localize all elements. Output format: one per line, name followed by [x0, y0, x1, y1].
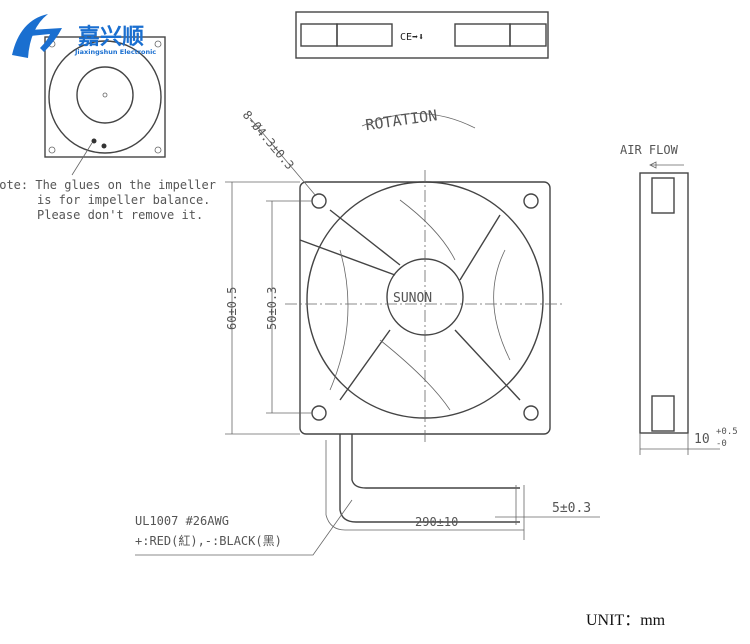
- brand-logo: 嘉兴顺 Jiaxingshun Electronic: [12, 14, 156, 58]
- dim-outer: 60±0.5: [225, 287, 239, 330]
- main-fan-front-view: SUNON: [285, 170, 565, 445]
- hub-label: SUNON: [393, 291, 432, 306]
- svg-text:+0.5: +0.5: [716, 427, 738, 437]
- logo-chinese: 嘉兴顺: [78, 25, 144, 50]
- side-view: [639, 172, 720, 455]
- logo-english: Jiaxingshun Electronic: [74, 48, 156, 56]
- dim-thickness: 10: [694, 432, 710, 447]
- top-view: CE➡⬇: [295, 11, 549, 59]
- unit-label: UNIT：mm: [586, 612, 666, 629]
- rotation-label: ROTATION: [364, 106, 438, 134]
- glue-note: Note: The glues on the impeller is for i…: [0, 178, 216, 222]
- air-flow-label: AIR FLOW: [620, 143, 679, 157]
- wire-spec: UL1007 #26AWG: [135, 514, 229, 528]
- lead-wires: [325, 434, 600, 540]
- svg-text:Please don't remove it.: Please don't remove it.: [37, 208, 203, 222]
- dim-hole-pitch: 50±0.3: [265, 287, 279, 330]
- reference-fan: [44, 36, 166, 176]
- hole-spec: 8-Ø4.3±0.3: [240, 108, 297, 172]
- dim-strip: 5±0.3: [552, 501, 591, 516]
- svg-text:Note: The glues on the impelle: Note: The glues on the impeller: [0, 178, 216, 192]
- svg-text:is for impeller balance.: is for impeller balance.: [37, 193, 210, 207]
- dim-lead-length: 290±10: [415, 515, 458, 529]
- svg-text:-0: -0: [716, 439, 727, 449]
- ce-mark: CE➡⬇: [400, 32, 424, 43]
- wire-colors: +:RED(紅),-:BLACK(黑): [135, 534, 282, 548]
